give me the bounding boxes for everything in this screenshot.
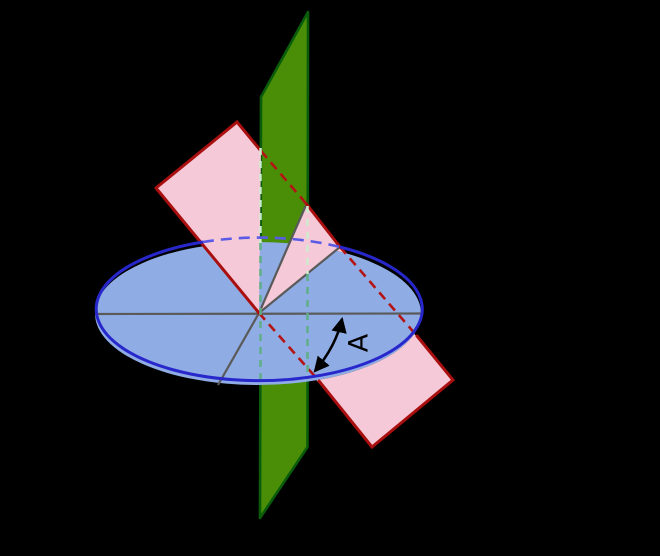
pink-border-right <box>317 334 456 450</box>
hidden-green-edges <box>259 148 309 385</box>
plane-intersection-line <box>257 203 308 314</box>
disk-border-solid <box>94 240 424 383</box>
inclined-plane-pink <box>156 122 453 447</box>
pink-border-topleft <box>154 119 263 190</box>
angle-arrow <box>313 316 347 373</box>
node-line-hidden <box>258 312 320 382</box>
node-line-solid <box>154 186 261 315</box>
radius-lower-left-line <box>217 312 260 386</box>
pink-border-mid <box>305 202 342 249</box>
pink-border-hidden-behind-green <box>260 150 308 205</box>
inclined-plane-border-hidden <box>258 150 418 382</box>
pink-border-hidden-behind-disk <box>339 246 418 337</box>
inclined-plane-border <box>154 119 456 450</box>
angle-label: A <box>344 333 375 352</box>
radius-to-plane-edge-line <box>258 246 341 314</box>
